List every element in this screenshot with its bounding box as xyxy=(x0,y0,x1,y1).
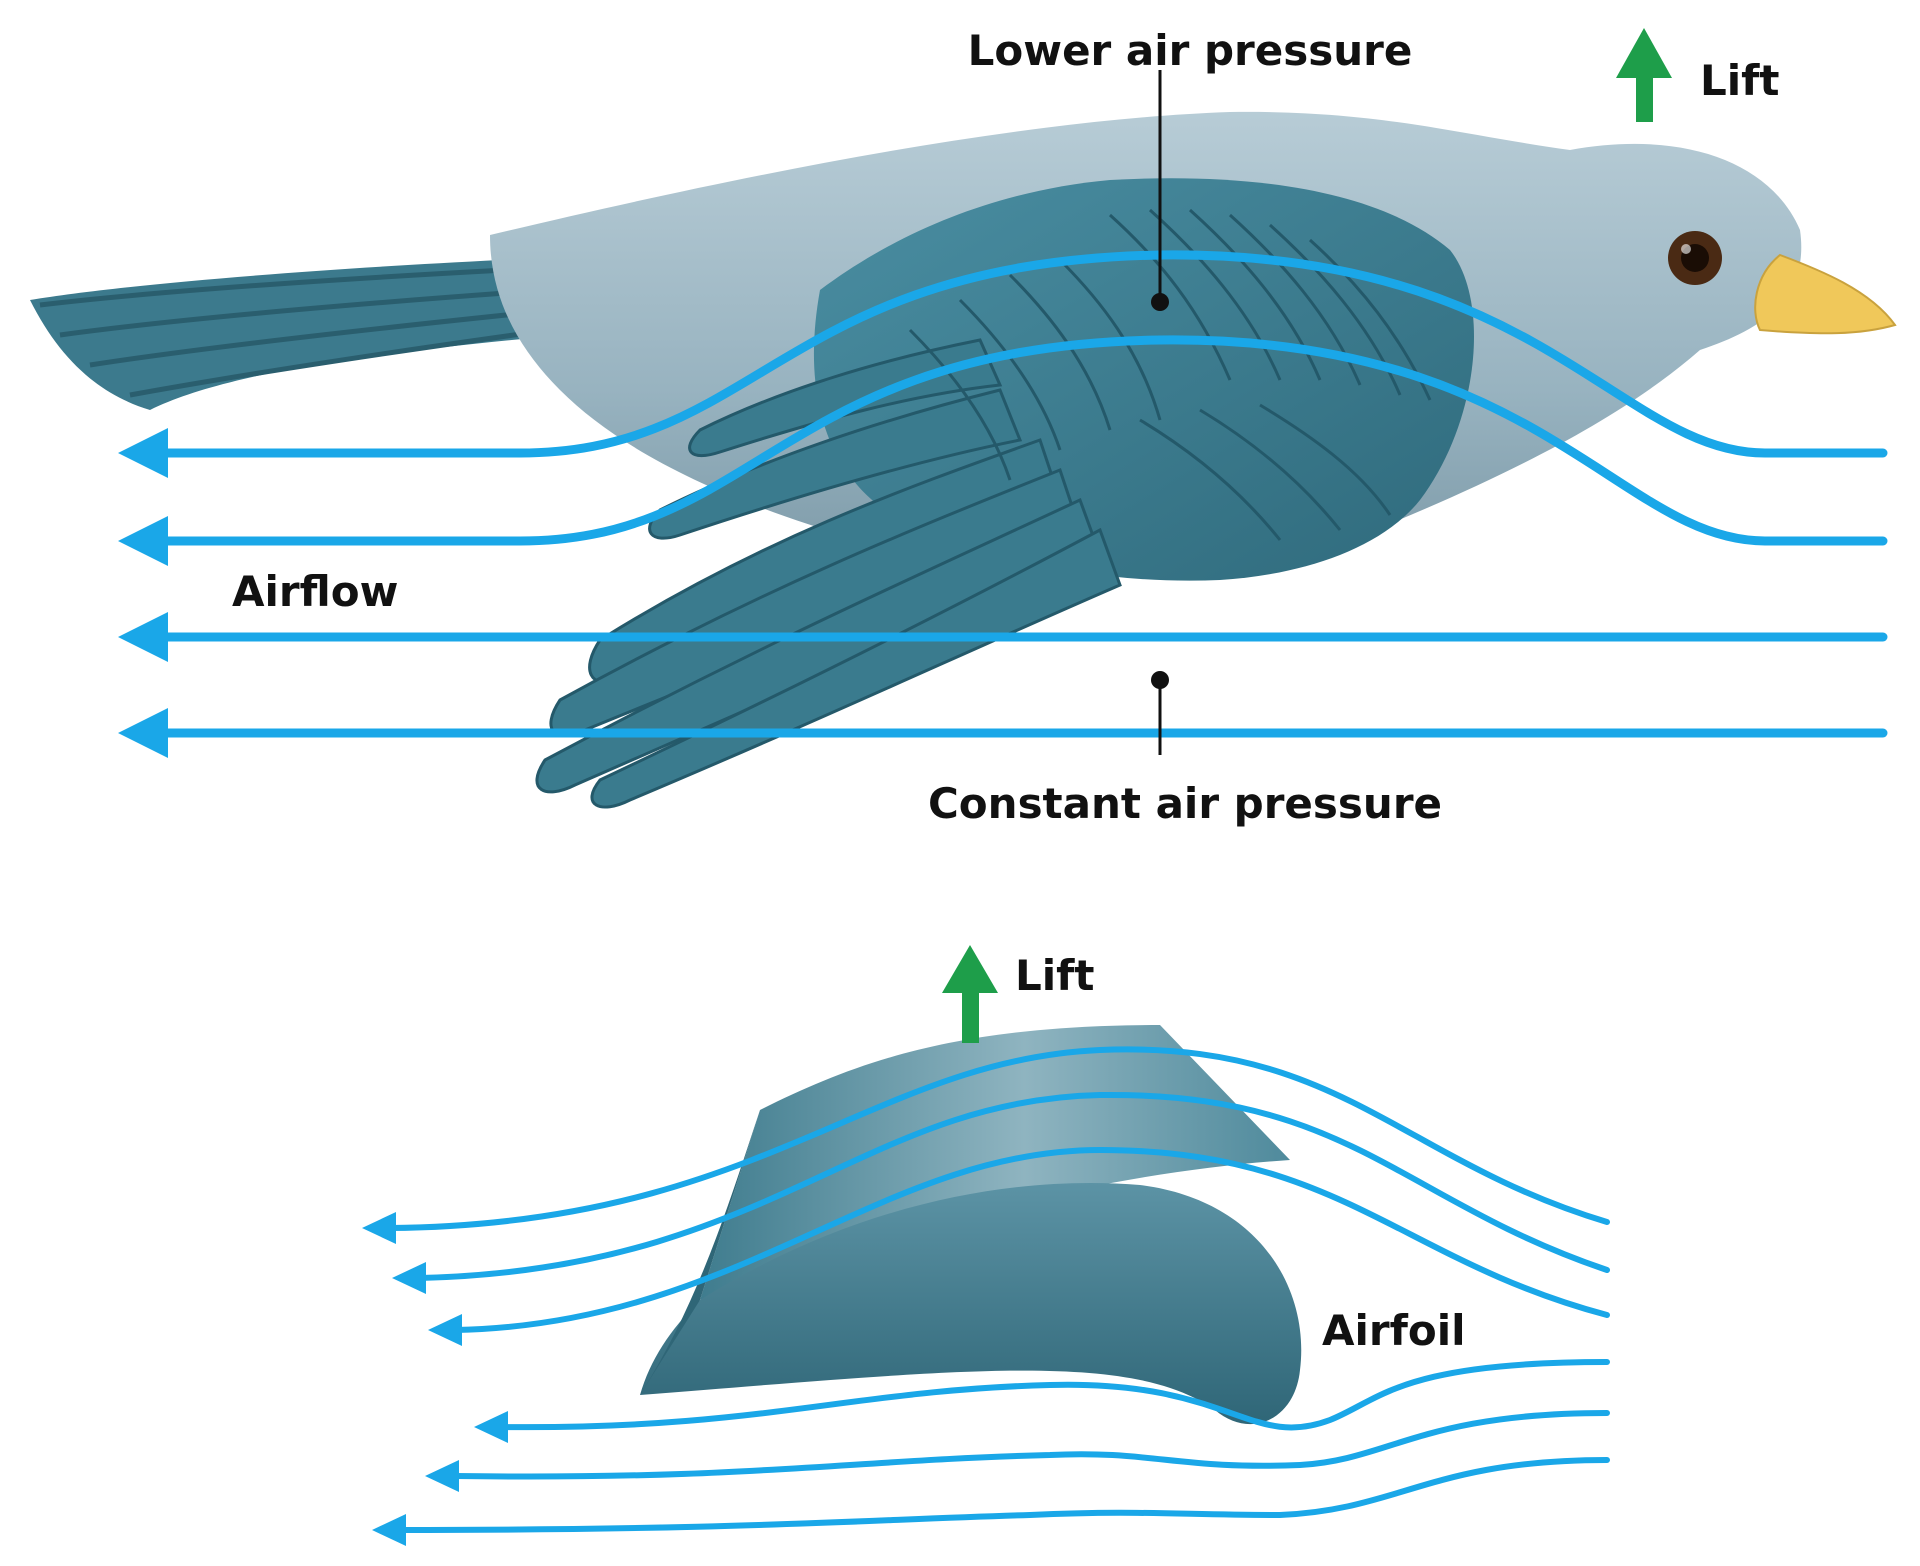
left-arrowhead-icon xyxy=(425,1460,459,1492)
airfoil-label: Airfoil xyxy=(1322,1306,1466,1355)
left-arrowhead-icon xyxy=(118,708,168,758)
airfoil-illustration xyxy=(640,1025,1302,1425)
airfoil-flow-line-5 xyxy=(452,1410,1610,1480)
left-arrowhead-icon xyxy=(118,516,168,566)
airfoil-flow-line-3 xyxy=(452,1146,1610,1333)
left-arrowhead-icon xyxy=(118,612,168,662)
airfoil-flow-line-6 xyxy=(397,1457,1610,1533)
lift-label-bottom: Lift xyxy=(1015,951,1095,1000)
pressure-pointers xyxy=(1151,70,1169,755)
bottom-airflow-lines xyxy=(387,1046,1610,1533)
bird-illustration xyxy=(30,111,1897,809)
airflow-line-2 xyxy=(145,335,1888,546)
bird-tail xyxy=(30,260,565,410)
left-arrowhead-icon xyxy=(118,428,168,478)
airfoil-cross-section xyxy=(640,1182,1302,1425)
up-arrow-icon xyxy=(942,945,998,1043)
bottom-flow-arrowheads xyxy=(362,1212,508,1546)
lift-label-top: Lift xyxy=(1700,56,1780,105)
left-arrowhead-icon xyxy=(474,1411,508,1443)
bird-beak xyxy=(1754,253,1897,335)
left-arrowhead-icon xyxy=(362,1212,396,1244)
airfoil-flow-line-1 xyxy=(387,1046,1610,1231)
constant-pressure-label: Constant air pressure xyxy=(928,779,1442,828)
up-arrow-icon xyxy=(1616,28,1672,122)
lower-pressure-label: Lower air pressure xyxy=(968,26,1413,75)
bird-wing-primaries xyxy=(535,338,1122,809)
airfoil-flow-line-2 xyxy=(417,1091,1610,1281)
top-flow-arrowheads xyxy=(118,428,168,758)
left-arrowhead-icon xyxy=(392,1262,426,1294)
left-arrowhead-icon xyxy=(372,1514,406,1546)
airflow-label: Airflow xyxy=(232,567,398,616)
left-arrowhead-icon xyxy=(428,1314,462,1346)
airfoil-flow-line-4 xyxy=(497,1359,1610,1431)
